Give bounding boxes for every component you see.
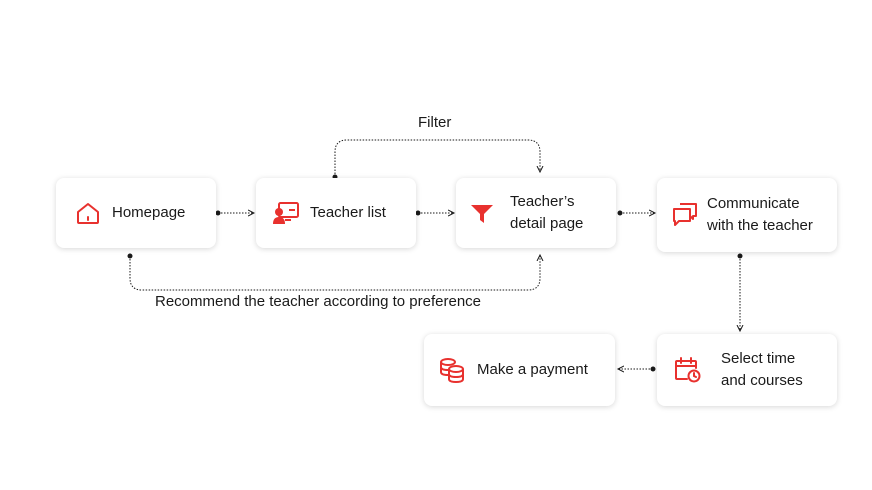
node-label-line: Select time <box>721 350 796 367</box>
node-select-time: Select time and courses <box>657 334 837 406</box>
edge-start-dot <box>215 210 221 216</box>
coin-stack-icon <box>438 356 466 384</box>
home-icon <box>74 199 102 227</box>
node-communicate: Communicate with the teacher <box>657 178 837 252</box>
edge-recommend-loop <box>129 255 540 291</box>
node-label-line: with the teacher <box>707 217 813 234</box>
edge-start-dot <box>127 253 133 259</box>
node-homepage: Homepage <box>56 178 216 248</box>
edge-start-dot <box>650 366 656 372</box>
node-label: Make a payment <box>477 361 588 378</box>
node-teacher-detail: Teacher’s detail page <box>456 178 616 248</box>
node-teacher-list: Teacher list <box>256 178 416 248</box>
edge-start-dot <box>617 210 623 216</box>
chat-bubbles-icon <box>671 201 699 229</box>
edge-filter-loop <box>334 139 540 177</box>
edge-start-dot <box>737 253 743 259</box>
teacher-board-icon <box>272 199 300 227</box>
node-label-line: Teacher’s <box>510 193 575 210</box>
node-label-line: and courses <box>721 372 803 389</box>
node-label: Teacher list <box>310 204 386 221</box>
node-label-group: Select time and courses <box>721 348 803 392</box>
node-label-line: detail page <box>510 215 584 232</box>
node-payment: Make a payment <box>424 334 615 406</box>
node-label: Homepage <box>112 204 186 221</box>
filter-edge-label: Filter <box>418 114 452 131</box>
node-label-group: Teacher’s detail page <box>510 191 583 235</box>
calendar-clock-icon <box>673 356 701 384</box>
recommend-edge-label: Recommend the teacher according to prefe… <box>155 293 482 310</box>
node-label-group: Communicate with the teacher <box>707 193 813 237</box>
node-label-line: Communicate <box>707 195 800 212</box>
funnel-filter-icon <box>468 199 496 227</box>
edge-start-dot <box>415 210 421 216</box>
